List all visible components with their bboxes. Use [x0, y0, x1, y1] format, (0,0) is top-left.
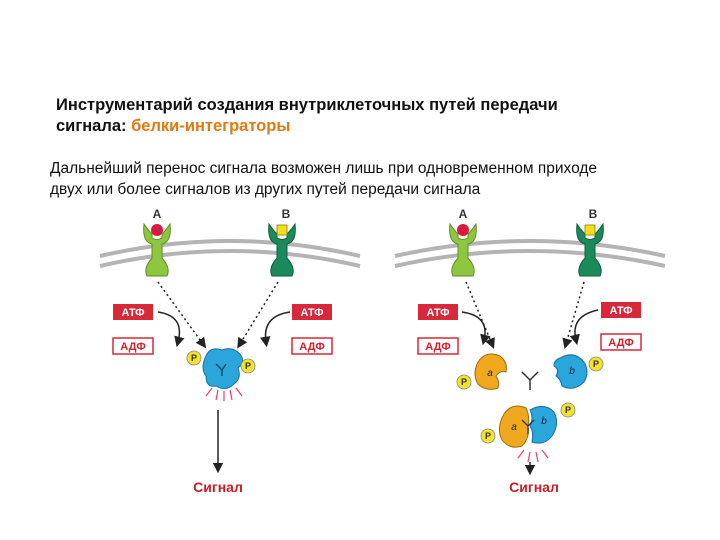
- complex-domain-a-label: a: [511, 422, 517, 433]
- ligand-b-right: [584, 224, 596, 236]
- atp-arrow-left-1: [157, 311, 185, 348]
- membrane-left: [99, 239, 361, 268]
- subtitle-line-1: Дальнейший перенос сигнала возможен лишь…: [50, 160, 598, 177]
- title-line-1: Инструментарий создания внутриклеточных …: [56, 96, 558, 114]
- domain-a-free: a P: [456, 353, 507, 390]
- receptor-b-label-right: B: [589, 207, 598, 221]
- svg-text:P: P: [565, 405, 571, 415]
- receptor-b-left: [268, 223, 296, 277]
- atp-arrow-right-2: [569, 309, 599, 346]
- adaptor-y: [521, 371, 539, 390]
- receptor-b-label-left: B: [282, 207, 291, 221]
- phosphate-left-1: P: [186, 350, 202, 366]
- right-panel: A B АТФ АДФ АТФ АДФ a: [394, 207, 666, 495]
- left-panel: A B АТФ АДФ АТФ АДФ: [99, 207, 361, 495]
- integrator-protein-left: P P: [186, 348, 256, 401]
- svg-text:P: P: [461, 377, 467, 387]
- phosphate-a-free: P: [456, 374, 472, 390]
- adp-box-left-2: АДФ: [291, 337, 333, 355]
- domain-b-label: b: [569, 366, 575, 377]
- phosphate-complex-a: P: [480, 428, 496, 444]
- svg-text:P: P: [485, 431, 491, 441]
- ligand-b-left: [276, 224, 288, 236]
- arrow-b-left: [237, 281, 279, 349]
- arrow-b-right: [562, 281, 585, 350]
- adp-label: АДФ: [425, 341, 450, 353]
- atp-label: АТФ: [121, 307, 144, 319]
- atp-arrow-right-1: [461, 311, 491, 346]
- complex-domain-b-label: b: [541, 416, 547, 427]
- phosphate-complex-b: P: [560, 402, 576, 418]
- title-line-2: сигнала: белки-интеграторы: [56, 116, 676, 137]
- svg-text:P: P: [245, 361, 251, 371]
- subtitle-line-2: двух или более сигналов из других путей …: [50, 181, 481, 198]
- atp-arrow-left-2: [260, 311, 291, 348]
- domain-a-label: a: [487, 368, 493, 379]
- phosphate-b-free: P: [588, 356, 604, 372]
- slide-subtitle: Дальнейший перенос сигнала возможен лишь…: [50, 158, 710, 200]
- adp-box-left-1: АДФ: [112, 337, 154, 355]
- title-accent: белки-интеграторы: [131, 117, 291, 135]
- assembled-complex: a b P P: [480, 402, 576, 463]
- title-prefix: сигнала:: [56, 117, 132, 135]
- membrane-right: [394, 239, 666, 268]
- adp-label: АДФ: [120, 341, 145, 353]
- atp-box-left-2: АТФ: [292, 304, 332, 320]
- receptor-a-label-right: A: [459, 207, 468, 221]
- domain-b-free: b P: [553, 354, 604, 389]
- atp-label: АТФ: [426, 307, 449, 319]
- receptor-a-left: [143, 223, 171, 277]
- atp-label: АТФ: [609, 305, 632, 317]
- atp-box-left-1: АТФ: [113, 304, 153, 320]
- signal-label-left: Сигнал: [193, 479, 243, 495]
- adp-box-right-2: АДФ: [600, 333, 642, 351]
- adp-label: АДФ: [299, 341, 324, 353]
- signal-glow-right: [517, 449, 549, 463]
- signal-glow-left: [205, 387, 243, 401]
- atp-box-right-2: АТФ: [601, 302, 641, 318]
- signal-label-right: Сигнал: [509, 479, 559, 495]
- ligand-a-right: [457, 224, 469, 236]
- ligand-a-left: [151, 224, 163, 236]
- receptor-a-label-left: A: [153, 207, 162, 221]
- atp-box-right-1: АТФ: [418, 304, 458, 320]
- adp-label: АДФ: [608, 337, 633, 349]
- atp-label: АТФ: [300, 307, 323, 319]
- adp-box-right-1: АДФ: [417, 337, 459, 355]
- svg-text:P: P: [593, 359, 599, 369]
- receptor-b-right: [576, 223, 604, 277]
- phosphate-left-2: P: [240, 358, 256, 374]
- slide-title: Инструментарий создания внутриклеточных …: [56, 95, 676, 137]
- svg-text:P: P: [191, 353, 197, 363]
- receptor-a-right: [449, 223, 477, 277]
